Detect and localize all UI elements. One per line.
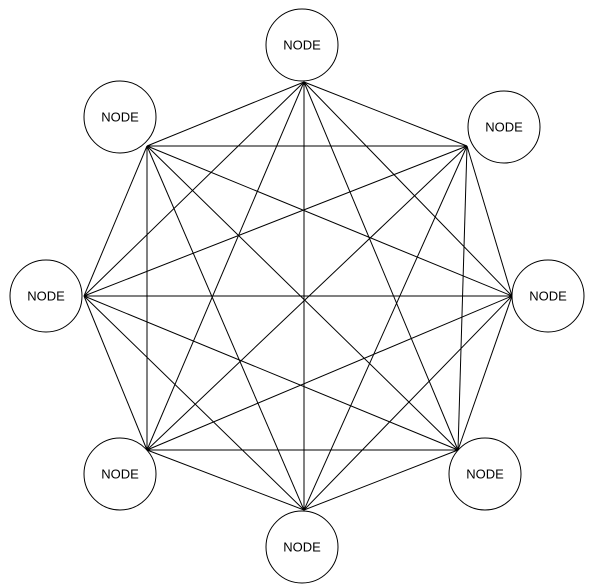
node-circle <box>83 80 157 154</box>
node-label: NODE <box>283 38 321 53</box>
edge-top-right-bottom-left <box>146 145 468 451</box>
node-top: NODE <box>265 8 339 82</box>
node-label: NODE <box>529 289 567 304</box>
edge-left-top-left <box>83 145 148 297</box>
edge-bottom-left-left <box>83 295 148 451</box>
edge-bottom-bottom-left <box>146 449 305 511</box>
node-label: NODE <box>466 467 504 482</box>
node-label: NODE <box>283 540 321 555</box>
edge-top-right <box>303 81 513 297</box>
node-bottom: NODE <box>265 510 339 584</box>
edge-bottom-top-left <box>146 145 305 511</box>
edge-top-bottom-right <box>303 81 459 451</box>
edge-top-right-right <box>466 145 513 297</box>
node-left: NODE <box>9 259 83 333</box>
edge-right-top-left <box>146 145 513 297</box>
edge-bottom-right-bottom <box>303 449 459 511</box>
node-circle <box>467 90 541 164</box>
node-circle <box>511 259 585 333</box>
node-circle <box>448 437 522 511</box>
node-bottom-left: NODE <box>83 437 157 511</box>
edge-bottom-right-left <box>83 295 459 451</box>
edge-top-left <box>83 81 305 297</box>
node-label: NODE <box>101 467 139 482</box>
node-label: NODE <box>27 289 65 304</box>
nodes-group: NODE NODE NODE NODE NODE NODE NODE NODE <box>9 8 585 584</box>
edge-top-bottom-left <box>146 81 305 451</box>
edge-right-bottom-left <box>146 295 513 451</box>
edge-top-right-bottom-right <box>457 145 468 451</box>
edge-bottom-left <box>83 295 305 511</box>
node-top-right: NODE <box>467 90 541 164</box>
edge-right-bottom-right <box>457 295 513 451</box>
node-label: NODE <box>485 120 523 135</box>
node-circle <box>9 259 83 333</box>
node-right: NODE <box>511 259 585 333</box>
node-circle <box>83 437 157 511</box>
node-bottom-right: NODE <box>448 437 522 511</box>
edge-top-right-left <box>83 145 468 297</box>
edges-group <box>83 81 513 511</box>
edge-top-top-left <box>146 81 305 147</box>
edge-top-top-right <box>303 81 468 147</box>
edge-bottom-right-top-left <box>146 145 459 451</box>
node-circle <box>265 510 339 584</box>
edge-right-bottom <box>303 295 513 511</box>
node-label: NODE <box>101 110 139 125</box>
edge-top-right-bottom <box>303 145 468 511</box>
node-top-left: NODE <box>83 80 157 154</box>
node-circle <box>265 8 339 82</box>
